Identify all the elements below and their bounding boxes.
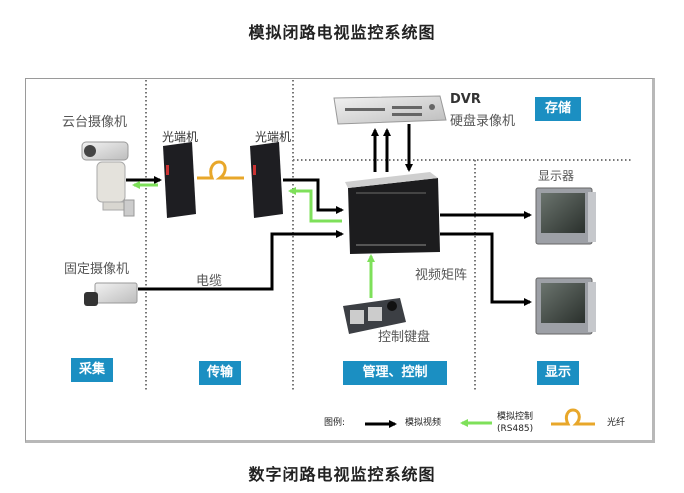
dvr-subtitle-label: 硬盘录像机: [450, 114, 516, 129]
transceiver-to-matrix-arrow: [283, 178, 344, 214]
ptz-camera-icon: [81, 141, 135, 217]
section-badge-display: 显示: [537, 361, 579, 385]
legend-fiber: 光纤: [607, 418, 626, 428]
optical-transceiver-2-icon: [250, 142, 283, 218]
control-lines: [132, 181, 375, 298]
section-badge-storage: 存储: [535, 97, 581, 121]
fixed-camera-label: 固定摄像机: [64, 262, 130, 277]
video-matrix-label: 视频矩阵: [415, 268, 468, 283]
matrix-to-transceiver-control-arrow: [288, 187, 342, 223]
fiber-link: [197, 160, 244, 180]
monitor-2-icon: [535, 277, 596, 335]
section-badge-transmission: 传输: [199, 361, 241, 385]
dvr-title-label: DVR: [450, 92, 481, 107]
legend-label: 图例:: [324, 418, 346, 428]
fixed-camera-icon: [84, 282, 138, 306]
legend-rs485: (RS485): [497, 424, 534, 434]
dvr-icon: [333, 95, 447, 125]
video-matrix-icon: [345, 172, 440, 254]
legend-fiber-icon: [551, 408, 595, 426]
legend-analog-control: 模拟控制: [497, 412, 534, 422]
video-lines: [126, 124, 532, 306]
control-keyboard-label: 控制键盘: [378, 330, 431, 345]
diagram-title-analog: 模拟闭路电视监控系统图: [248, 23, 436, 42]
diagram-title-digital: 数字闭路电视监控系统图: [248, 465, 436, 484]
legend-graphics: [365, 408, 595, 428]
ptz-camera-label: 云台摄像机: [62, 115, 128, 130]
cable-label: 电缆: [196, 274, 223, 289]
monitor-label: 显示器: [538, 169, 575, 183]
control-keyboard-icon: [343, 298, 406, 334]
section-badge-management: 管理、控制: [343, 361, 447, 385]
matrix-to-monitor-2-arrow: [440, 232, 532, 306]
monitor-1-icon: [535, 187, 596, 245]
section-dividers: [145, 80, 633, 392]
optical-transceiver-1-icon: [163, 142, 196, 218]
optical-transceiver-2-label: 光端机: [255, 130, 292, 144]
cable-to-matrix-arrow: [138, 230, 344, 291]
optical-transceiver-1-label: 光端机: [162, 130, 199, 144]
section-badge-capture: 采集: [71, 358, 113, 382]
legend-analog-video: 模拟视频: [405, 418, 442, 428]
